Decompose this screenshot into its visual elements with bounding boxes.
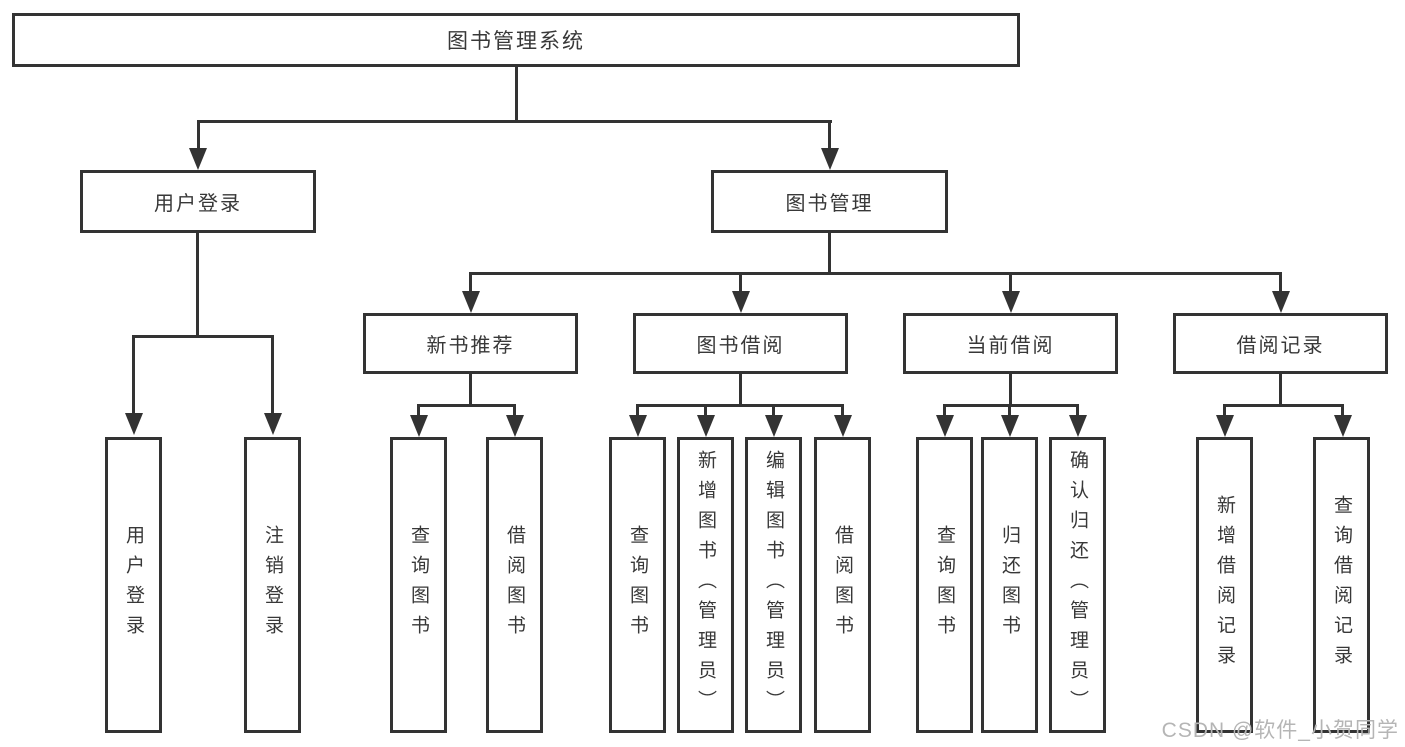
connector-records-rail (1223, 404, 1344, 407)
leaf-label: 新增借阅记录 (1214, 495, 1235, 675)
connector-recommend-stub (469, 374, 472, 406)
connector-drop-leaf (636, 407, 639, 417)
leaf-recommend-borrow-books: 借阅图书 (486, 437, 543, 733)
connector-drop-user-login (197, 121, 200, 151)
node-borrowing-records: 借阅记录 (1173, 313, 1388, 374)
node-label: 借阅记录 (1236, 335, 1325, 357)
connector-records-stub (1279, 374, 1282, 406)
leaf-label: 查询图书 (408, 525, 429, 645)
arrow-down-icon (506, 415, 524, 437)
node-label: 新书推荐 (426, 335, 515, 357)
leaf-label: 查询借阅记录 (1331, 495, 1352, 675)
connector-drop-leaf (1223, 407, 1226, 417)
arrow-down-icon (732, 291, 750, 313)
arrow-down-icon (189, 148, 207, 170)
connector-drop-records (1279, 275, 1282, 293)
connector-drop-borrowing (739, 275, 742, 293)
arrow-down-icon (125, 413, 143, 435)
leaf-current-confirm-return-admin: 确认归还（管理员） (1049, 437, 1106, 733)
connector-drop-leaf (704, 407, 707, 417)
node-book-borrowing: 图书借阅 (633, 313, 848, 374)
connector-user-login-stub (196, 233, 199, 336)
leaf-label: 新增图书（管理员） (695, 450, 716, 720)
arrow-down-icon (629, 415, 647, 437)
leaf-label: 借阅图书 (504, 525, 525, 645)
node-new-book-recommendation: 新书推荐 (363, 313, 578, 374)
leaf-label: 归还图书 (999, 525, 1020, 645)
arrow-down-icon (834, 415, 852, 437)
leaf-records-add-record: 新增借阅记录 (1196, 437, 1253, 733)
connector-book-management-stub (828, 233, 831, 275)
leaf-borrowing-query-books: 查询图书 (609, 437, 666, 733)
connector-borrowing-stub (739, 374, 742, 406)
node-library-management-system: 图书管理系统 (12, 13, 1020, 67)
connector-drop-leaf (1341, 407, 1344, 417)
node-label: 当前借阅 (966, 335, 1055, 357)
arrow-down-icon (264, 413, 282, 435)
connector-recommend-rail (417, 404, 516, 407)
connector-current-rail (943, 404, 1079, 407)
connector-drop-leaf (943, 407, 946, 417)
connector-current-stub (1009, 374, 1012, 406)
node-book-management: 图书管理 (711, 170, 948, 233)
leaf-recommend-query-books: 查询图书 (390, 437, 447, 733)
connector-drop-login-leaf (132, 338, 135, 415)
leaf-records-query-record: 查询借阅记录 (1313, 437, 1370, 733)
leaf-label: 用户登录 (123, 525, 144, 645)
arrow-down-icon (410, 415, 428, 437)
leaf-label: 编辑图书（管理员） (763, 450, 784, 720)
connector-drop-leaf (772, 407, 775, 417)
arrow-down-icon (1272, 291, 1290, 313)
leaf-label: 确认归还（管理员） (1067, 450, 1088, 720)
arrow-down-icon (936, 415, 954, 437)
connector-drop-leaf (841, 407, 844, 417)
connector-drop-logout-leaf (271, 338, 274, 415)
connector-drop-recommend (469, 275, 472, 293)
connector-user-login-rail (132, 335, 274, 338)
leaf-borrowing-edit-books-admin: 编辑图书（管理员） (745, 437, 802, 733)
leaf-user-login: 用户登录 (105, 437, 162, 733)
arrow-down-icon (1216, 415, 1234, 437)
leaf-current-return-books: 归还图书 (981, 437, 1038, 733)
node-label: 图书管理 (785, 193, 874, 215)
arrow-down-icon (697, 415, 715, 437)
leaf-label: 查询图书 (934, 525, 955, 645)
node-label: 图书借阅 (696, 335, 785, 357)
arrow-down-icon (765, 415, 783, 437)
connector-book-management-rail (469, 272, 1282, 275)
connector-root-rail (197, 120, 832, 123)
leaf-borrowing-add-books-admin: 新增图书（管理员） (677, 437, 734, 733)
leaf-label: 查询图书 (627, 525, 648, 645)
connector-drop-book-management (828, 121, 831, 151)
leaf-current-query-books: 查询图书 (916, 437, 973, 733)
connector-drop-leaf (1076, 407, 1079, 417)
connector-borrowing-rail (636, 404, 844, 407)
connector-drop-current (1009, 275, 1012, 293)
connector-root-stub (515, 67, 518, 123)
leaf-label: 注销登录 (262, 525, 283, 645)
connector-drop-leaf (513, 407, 516, 417)
arrow-down-icon (1001, 415, 1019, 437)
node-label: 图书管理系统 (447, 30, 585, 53)
connector-drop-leaf (417, 407, 420, 417)
arrow-down-icon (1334, 415, 1352, 437)
leaf-logout: 注销登录 (244, 437, 301, 733)
leaf-borrowing-borrow-books: 借阅图书 (814, 437, 871, 733)
connector-drop-leaf (1008, 407, 1011, 417)
node-user-login: 用户登录 (80, 170, 316, 233)
node-label: 用户登录 (154, 193, 242, 215)
arrow-down-icon (462, 291, 480, 313)
csdn-watermark: CSDN @软件_小贺同学 (1161, 719, 1399, 742)
arrow-down-icon (1002, 291, 1020, 313)
node-current-borrowing: 当前借阅 (903, 313, 1118, 374)
arrow-down-icon (821, 148, 839, 170)
leaf-label: 借阅图书 (832, 525, 853, 645)
arrow-down-icon (1069, 415, 1087, 437)
